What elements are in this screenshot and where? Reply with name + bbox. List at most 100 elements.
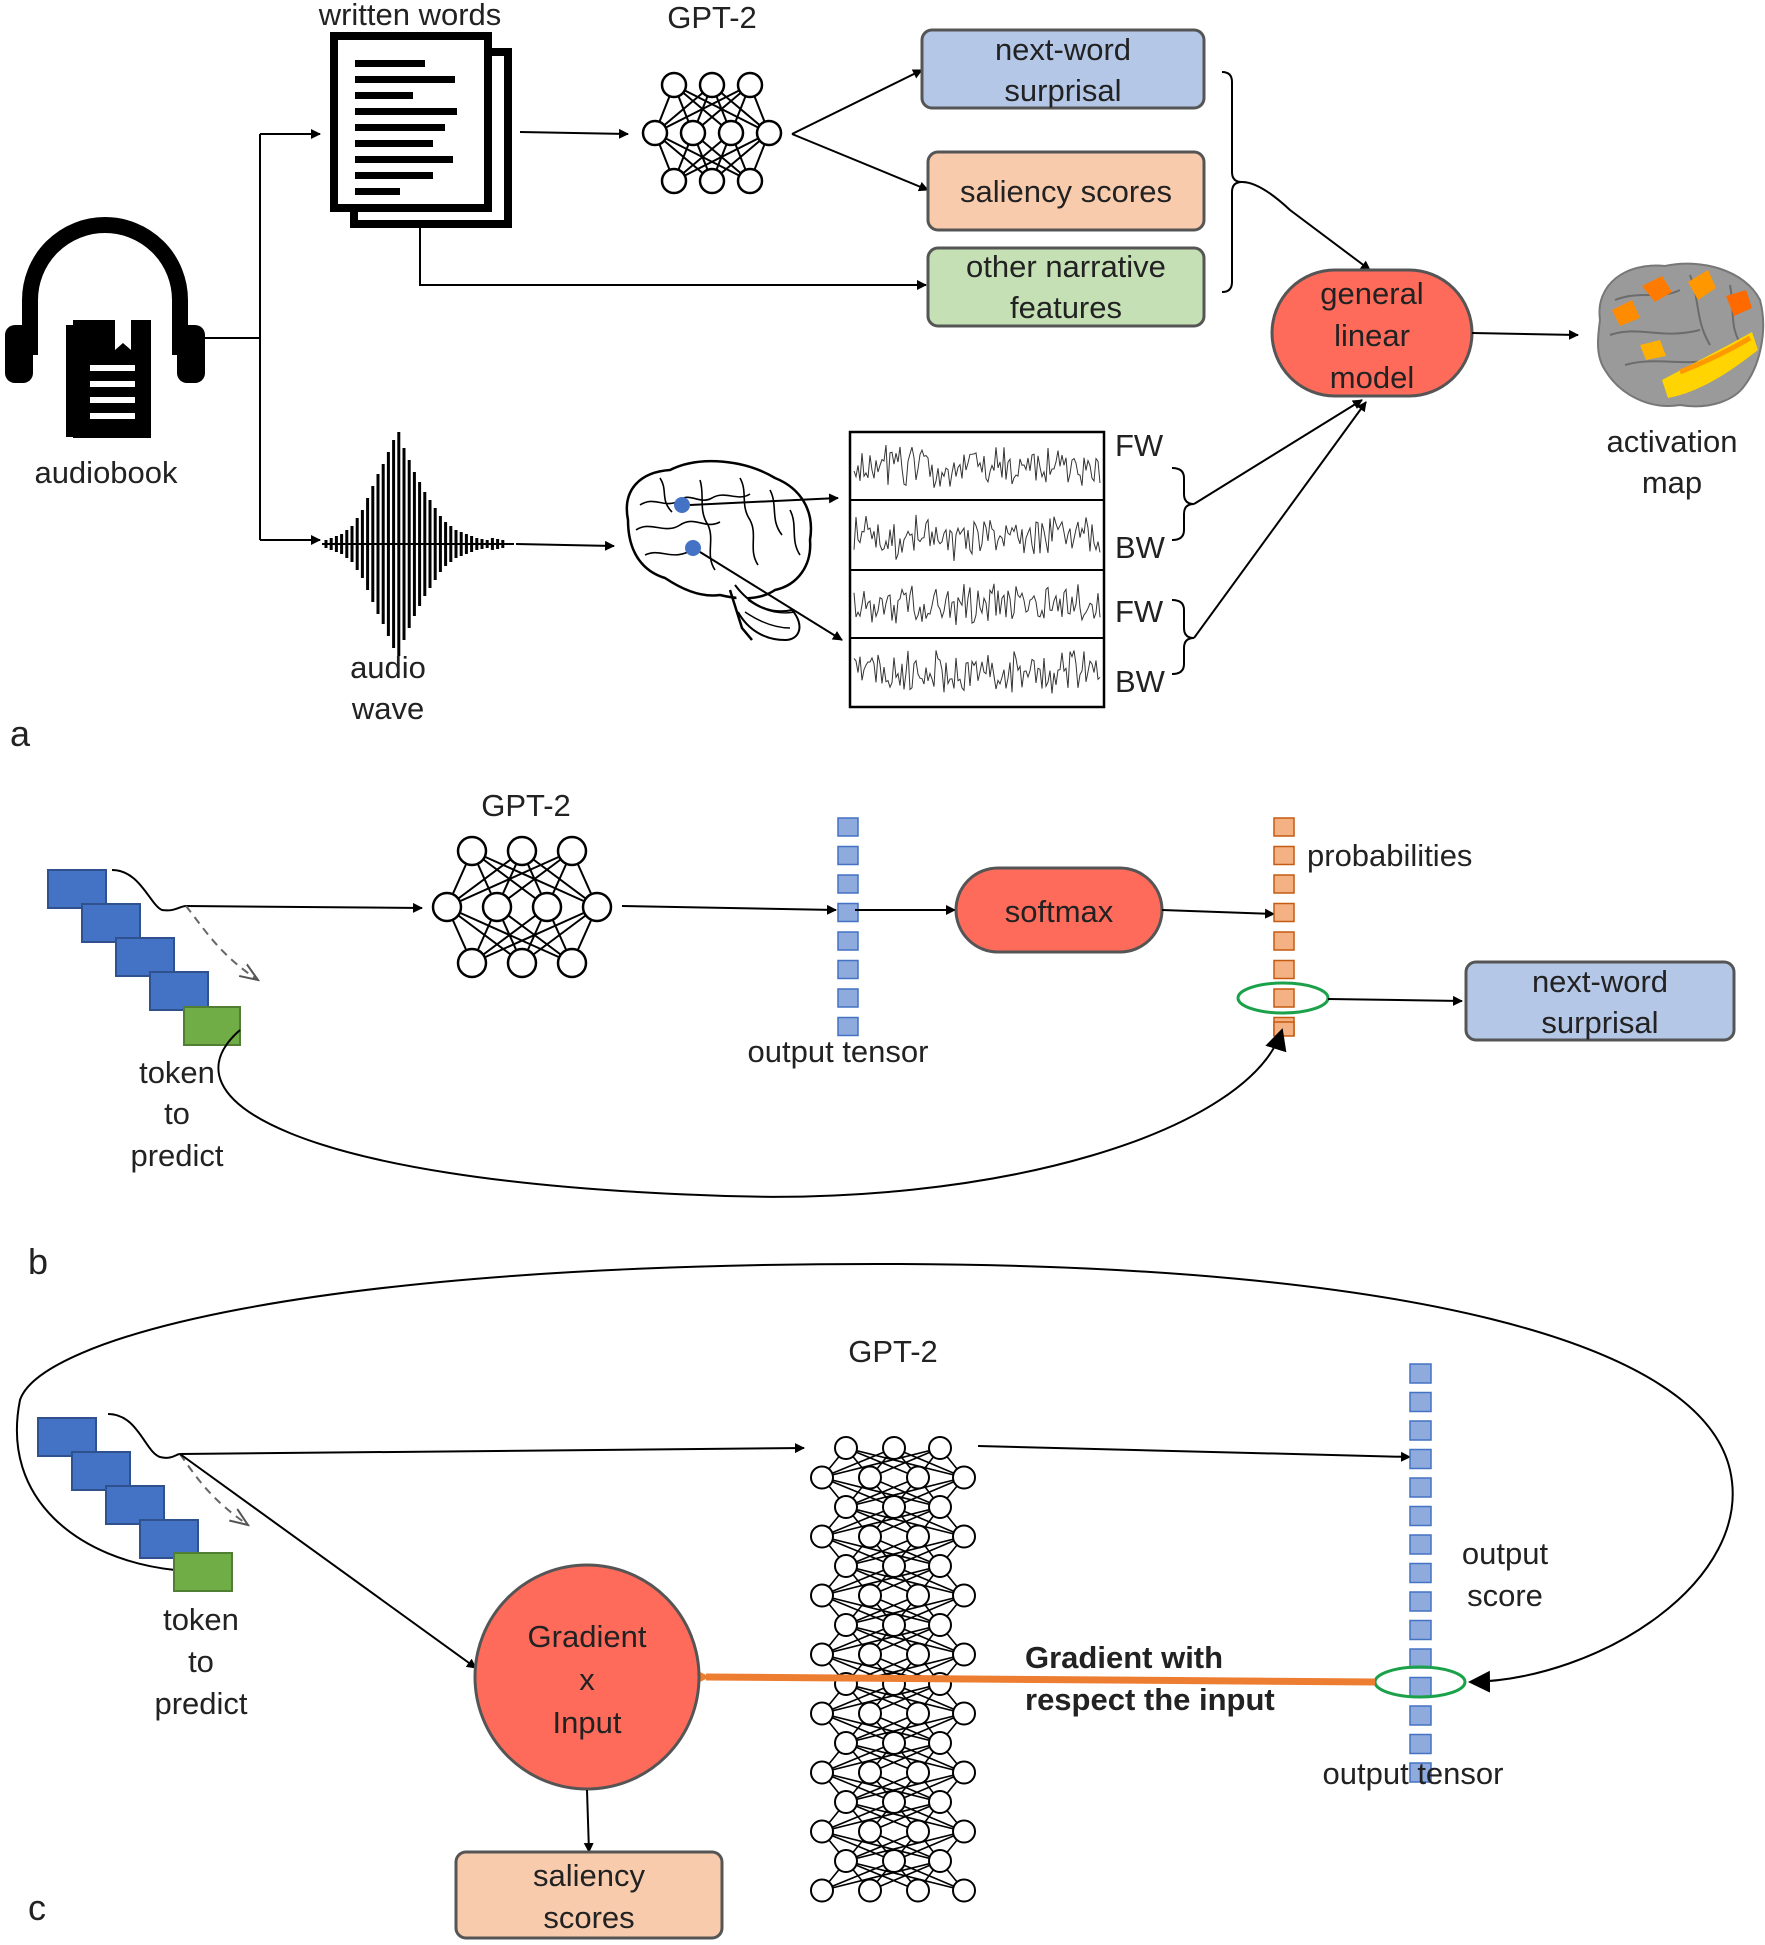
- gradient-line1: Gradient: [528, 1619, 647, 1654]
- tensor-cell: [837, 845, 859, 866]
- softmax-label: softmax: [1005, 894, 1114, 929]
- arrow-prob-to-surprisal: [1327, 995, 1463, 1006]
- glm-line3: model: [1330, 360, 1414, 395]
- fw-label-1: FW: [1115, 428, 1164, 463]
- network-node: [581, 891, 613, 923]
- token-b-line3: predict: [130, 1138, 223, 1173]
- tensor-cell: [1409, 1705, 1432, 1726]
- surprisal-b-line2: surprisal: [1541, 1005, 1658, 1040]
- network-node: [834, 1436, 858, 1460]
- network-node: [810, 1642, 834, 1667]
- network-node: [906, 1760, 930, 1785]
- network-node: [456, 835, 488, 867]
- token-c-line1: token: [163, 1602, 239, 1637]
- network-node: [810, 1878, 834, 1903]
- arrow-brain-to-signal1: [689, 493, 839, 506]
- network-node: [882, 1613, 906, 1637]
- network-node: [660, 167, 688, 195]
- gpt2-label-b: GPT-2: [481, 788, 571, 823]
- token-c-target: [173, 1552, 233, 1592]
- network-node: [882, 1731, 906, 1755]
- tensor-cell: [1409, 1562, 1432, 1584]
- signal-bw-1: [853, 514, 1101, 562]
- network-node: [556, 947, 588, 979]
- network-node: [928, 1495, 952, 1519]
- arrow-gpt2-to-saliency: [791, 133, 929, 192]
- surprisal-a-line2: surprisal: [1004, 73, 1121, 108]
- tensor-cell: [1409, 1391, 1432, 1413]
- network-node: [858, 1465, 882, 1490]
- network-node: [928, 1731, 952, 1755]
- tensor-cell: [1409, 1676, 1432, 1698]
- network-node: [481, 891, 513, 923]
- saliency-scores-box-c: [454, 1850, 724, 1940]
- next-word-surprisal-box-b: [1464, 960, 1736, 1042]
- network-node: [858, 1760, 882, 1785]
- tensor-cell: [1273, 988, 1295, 1008]
- surprisal-a-line1: next-word: [995, 32, 1131, 67]
- network-node: [679, 119, 707, 147]
- dashed-arrow-c: [179, 1453, 248, 1525]
- other-features-box: [926, 246, 1206, 328]
- saliency-a-label: saliency scores: [960, 174, 1172, 209]
- tensor-cell: [837, 902, 859, 923]
- fw-label-2: FW: [1115, 594, 1164, 629]
- tensor-cell: [1409, 1534, 1432, 1555]
- network-node: [810, 1701, 834, 1726]
- written-words-label: written words: [318, 0, 502, 32]
- network-node: [858, 1701, 882, 1726]
- gpt2-label-a: GPT-2: [667, 0, 757, 35]
- saliency-scores-box-a: [926, 150, 1206, 232]
- network-node: [952, 1760, 976, 1785]
- network-node: [928, 1790, 952, 1814]
- tensor-cell: [1273, 902, 1295, 923]
- tensor-cell: [1409, 1762, 1432, 1783]
- arrow-gpt2-to-surprisal: [791, 69, 923, 135]
- network-node: [810, 1760, 834, 1785]
- token-c-3: [105, 1485, 165, 1525]
- tensor-cell: [1273, 931, 1295, 951]
- network-node: [882, 1790, 906, 1814]
- token-c-2: [71, 1451, 131, 1491]
- network-node: [556, 835, 588, 867]
- gradient-with-line1: Gradient with: [1025, 1640, 1223, 1675]
- tensor-cell: [1409, 1448, 1432, 1470]
- tensor-cell: [1273, 817, 1295, 837]
- tensor-cell: [837, 988, 859, 1008]
- arrow-words-to-other: [419, 225, 927, 290]
- target-prob-ellipse: [1236, 981, 1330, 1015]
- signal-fw-2: [853, 583, 1101, 626]
- arrow-gpt2-to-tensor-c: [977, 1445, 1411, 1462]
- gradient-line3: Input: [553, 1705, 622, 1740]
- audiobook-icon: [5, 217, 205, 438]
- gradient-with-line2: respect the input: [1025, 1682, 1275, 1717]
- output-tensor-b: [837, 817, 859, 1037]
- network-node: [641, 119, 669, 147]
- bw-label-2: BW: [1115, 664, 1166, 699]
- arrow-gpt2-to-tensor-b: [621, 904, 837, 915]
- surprisal-b-line1: next-word: [1532, 964, 1668, 999]
- network-node: [834, 1731, 858, 1755]
- probabilities-column: [1273, 817, 1295, 1037]
- arrow-brace2-to-glm: [1193, 401, 1367, 639]
- activation-line1: activation: [1607, 424, 1738, 459]
- token-c-4: [139, 1519, 199, 1559]
- token-b-2: [81, 903, 141, 943]
- token-b-3: [115, 937, 175, 977]
- output-score-line2: score: [1467, 1578, 1543, 1613]
- network-node: [882, 1495, 906, 1519]
- panel-b: GPT-2 output tensor softmax probabilitie…: [28, 788, 1736, 1282]
- token-c-1: [37, 1417, 97, 1457]
- tensor-cell: [837, 817, 859, 837]
- panel-b-letter: b: [28, 1241, 48, 1282]
- bw-label-1: BW: [1115, 530, 1166, 565]
- tensor-cell: [1409, 1591, 1432, 1612]
- arrow-wave-to-brain: [515, 540, 615, 551]
- gradient-arrow: [679, 1661, 1376, 1692]
- tensor-cell: [1409, 1505, 1432, 1527]
- network-node: [810, 1465, 834, 1490]
- arrow-brain-to-signal3: [699, 551, 843, 641]
- arrow-tokens-to-gpt2-c: [179, 1443, 805, 1455]
- token-b-4: [149, 971, 209, 1011]
- document-icon: [330, 32, 512, 228]
